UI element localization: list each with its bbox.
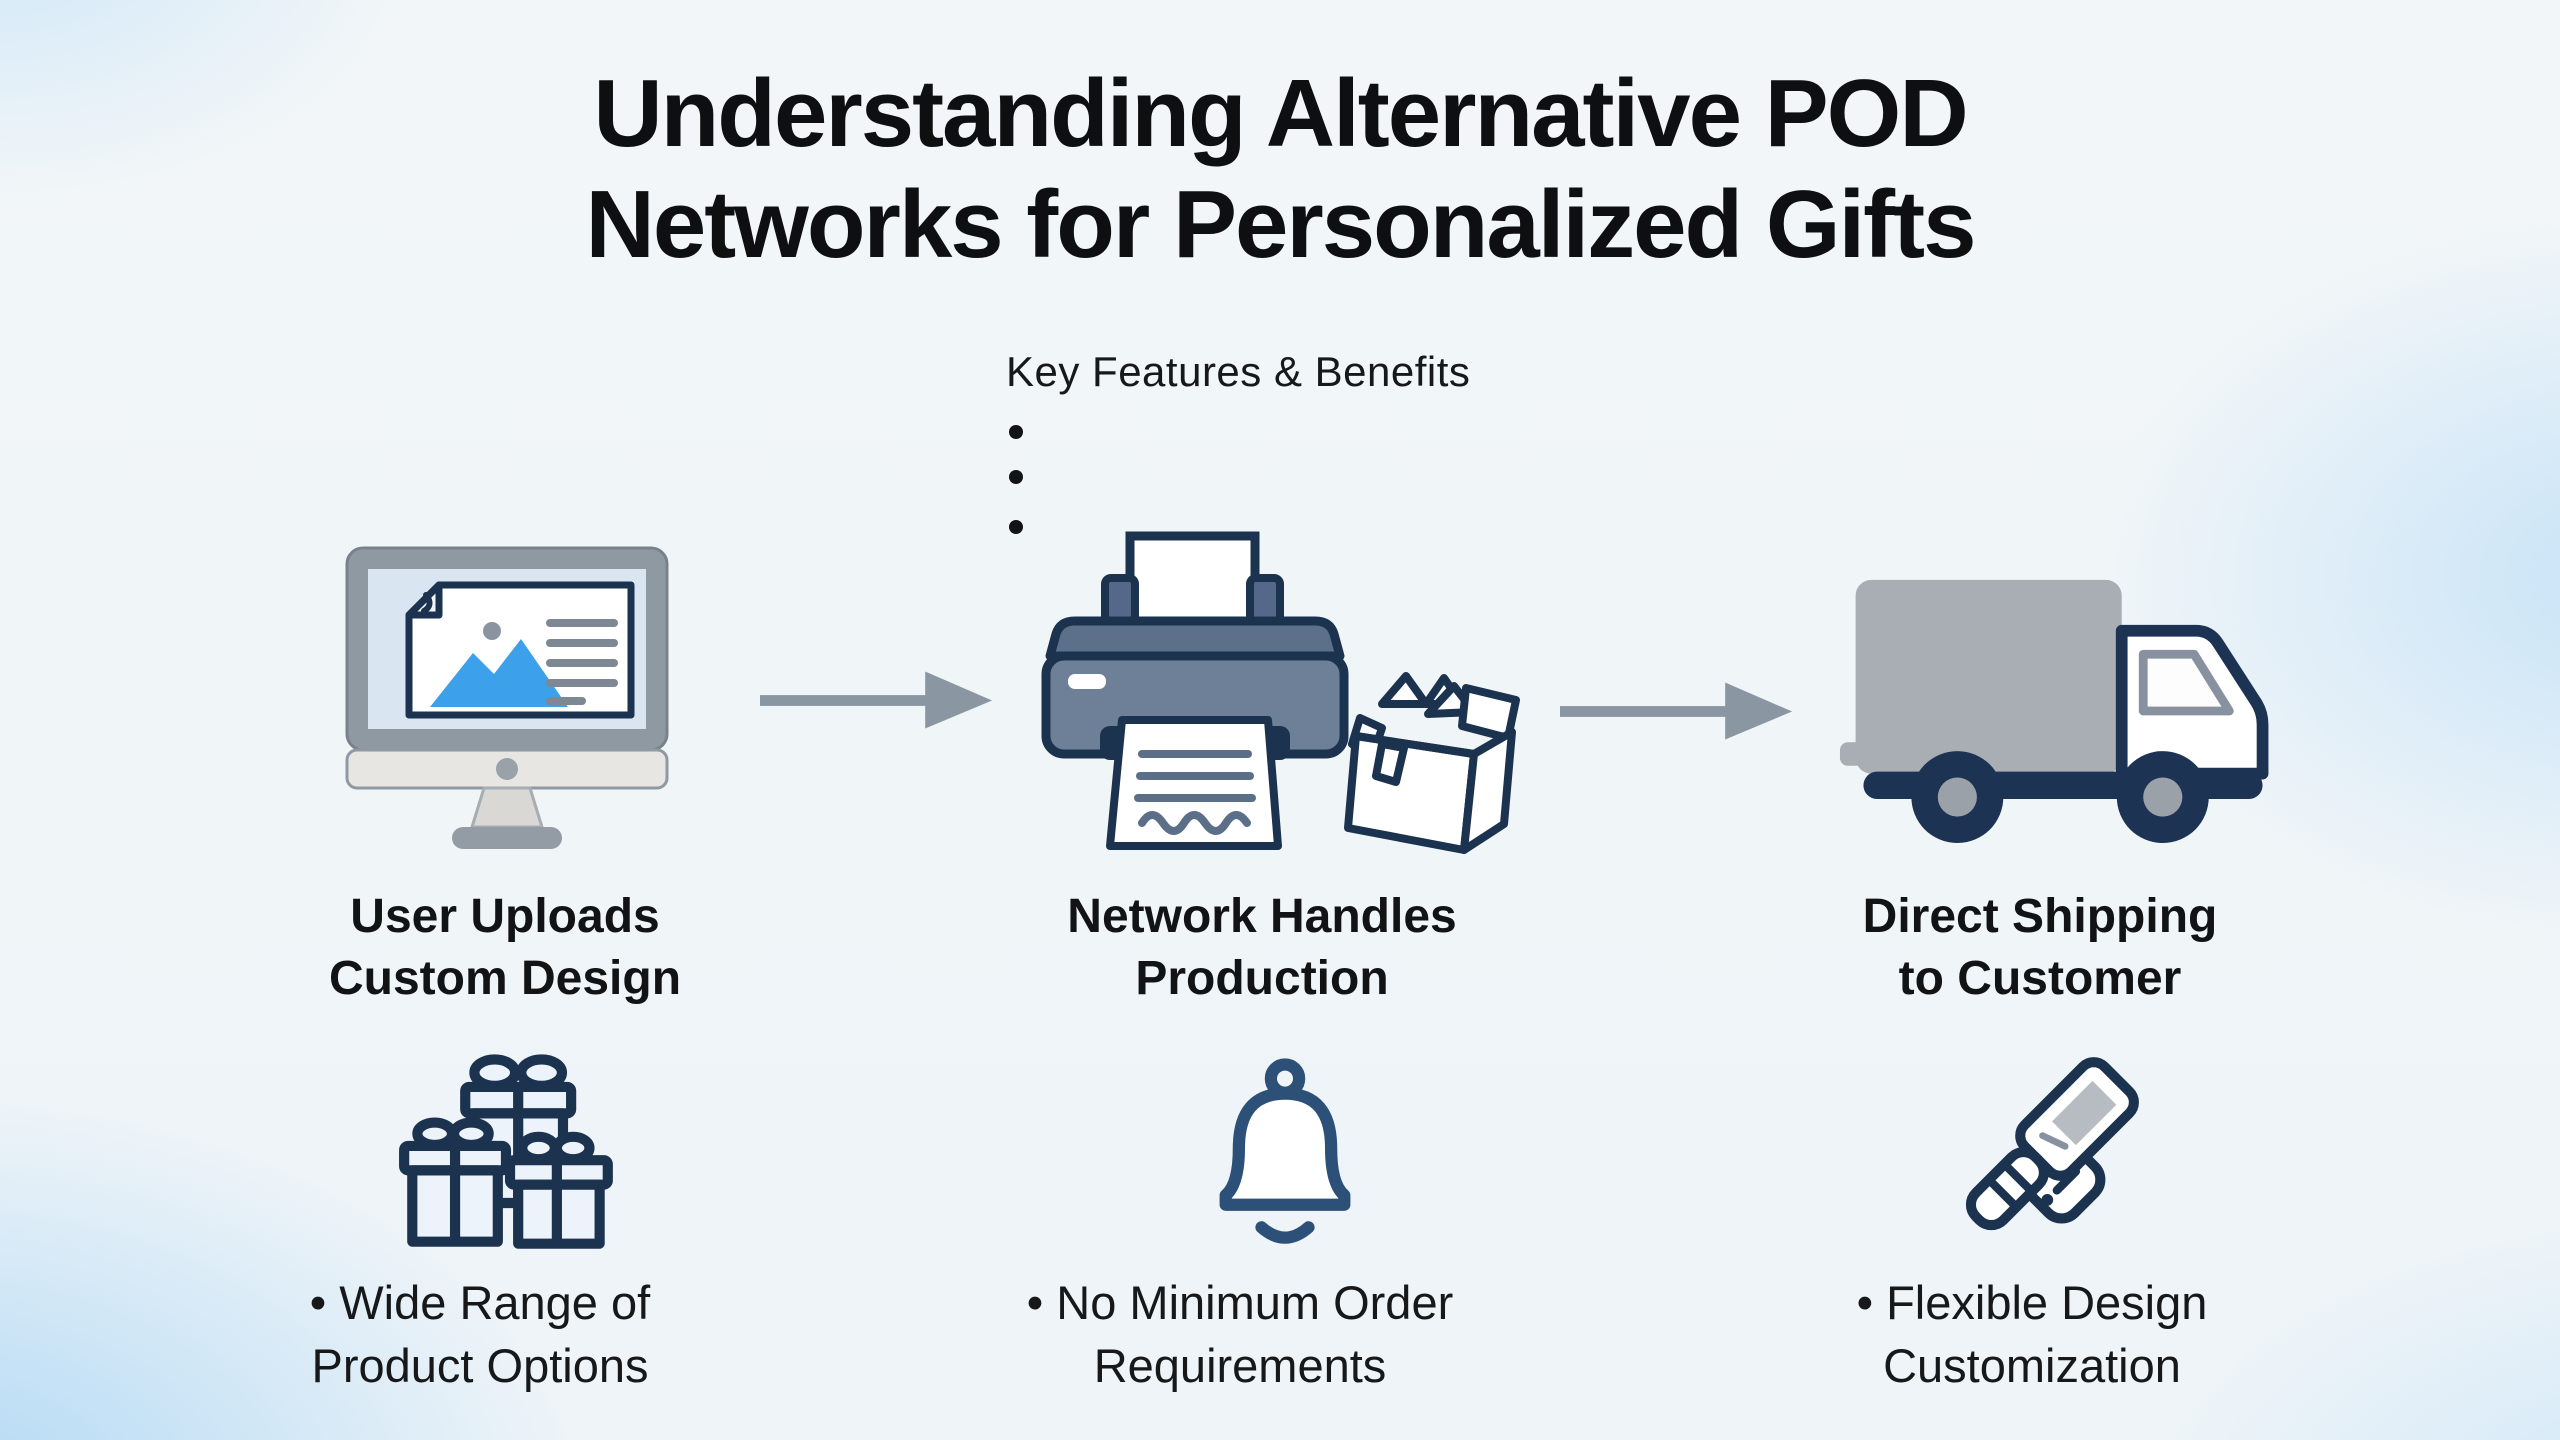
step-label-line: Custom Design (328, 952, 682, 1006)
feature-label-line: Requirements (1093, 1338, 1387, 1392)
page-title: Understanding Alternative POD Networks f… (0, 58, 2560, 281)
feature-label-line: • Wide Range of (309, 1276, 651, 1329)
feature-label-line: Customization (1883, 1338, 2181, 1392)
step-label-line: User Uploads (350, 890, 660, 943)
feature-label-line: • Flexible Design (1856, 1276, 2208, 1329)
page-title-line2: Networks for Personalized Gifts (585, 171, 1976, 279)
step-label-line: Production (1135, 952, 1389, 1006)
printer-box-icon (1030, 528, 1530, 873)
monitor-design-icon (342, 543, 672, 853)
delivery-truck-icon (1838, 568, 2288, 852)
design-tool-icon (1958, 1048, 2163, 1250)
bell-icon (1205, 1052, 1365, 1252)
key-features-label: Key Features & Benefits (1006, 348, 1471, 395)
page-title-line1: Understanding Alternative POD (593, 60, 1968, 167)
flow-arrow (760, 665, 996, 735)
step-label-line: Direct Shipping (1862, 890, 2218, 943)
gift-boxes-icon (396, 1046, 620, 1250)
ellipsis-dot (1009, 520, 1023, 534)
feature-label-minimum: • No Minimum Order Requirements (920, 1272, 1560, 1398)
ellipsis-dot (1009, 470, 1023, 484)
step-label-line: to Customer (1898, 952, 2182, 1006)
feature-label-range: • Wide Range of Product Options (160, 1272, 800, 1398)
step-label-line: Network Handles (1067, 890, 1457, 943)
step-label-production: Network Handles Production (952, 886, 1572, 1011)
feature-label-line: Product Options (311, 1338, 649, 1392)
step-label-shipping: Direct Shipping to Customer (1730, 886, 2350, 1011)
flow-arrow (1560, 676, 1796, 746)
feature-label-flexible: • Flexible Design Customization (1712, 1272, 2352, 1398)
feature-label-line: • No Minimum Order (1026, 1276, 1454, 1329)
ellipsis-dot (1009, 425, 1023, 439)
step-label-upload: User Uploads Custom Design (195, 886, 815, 1011)
